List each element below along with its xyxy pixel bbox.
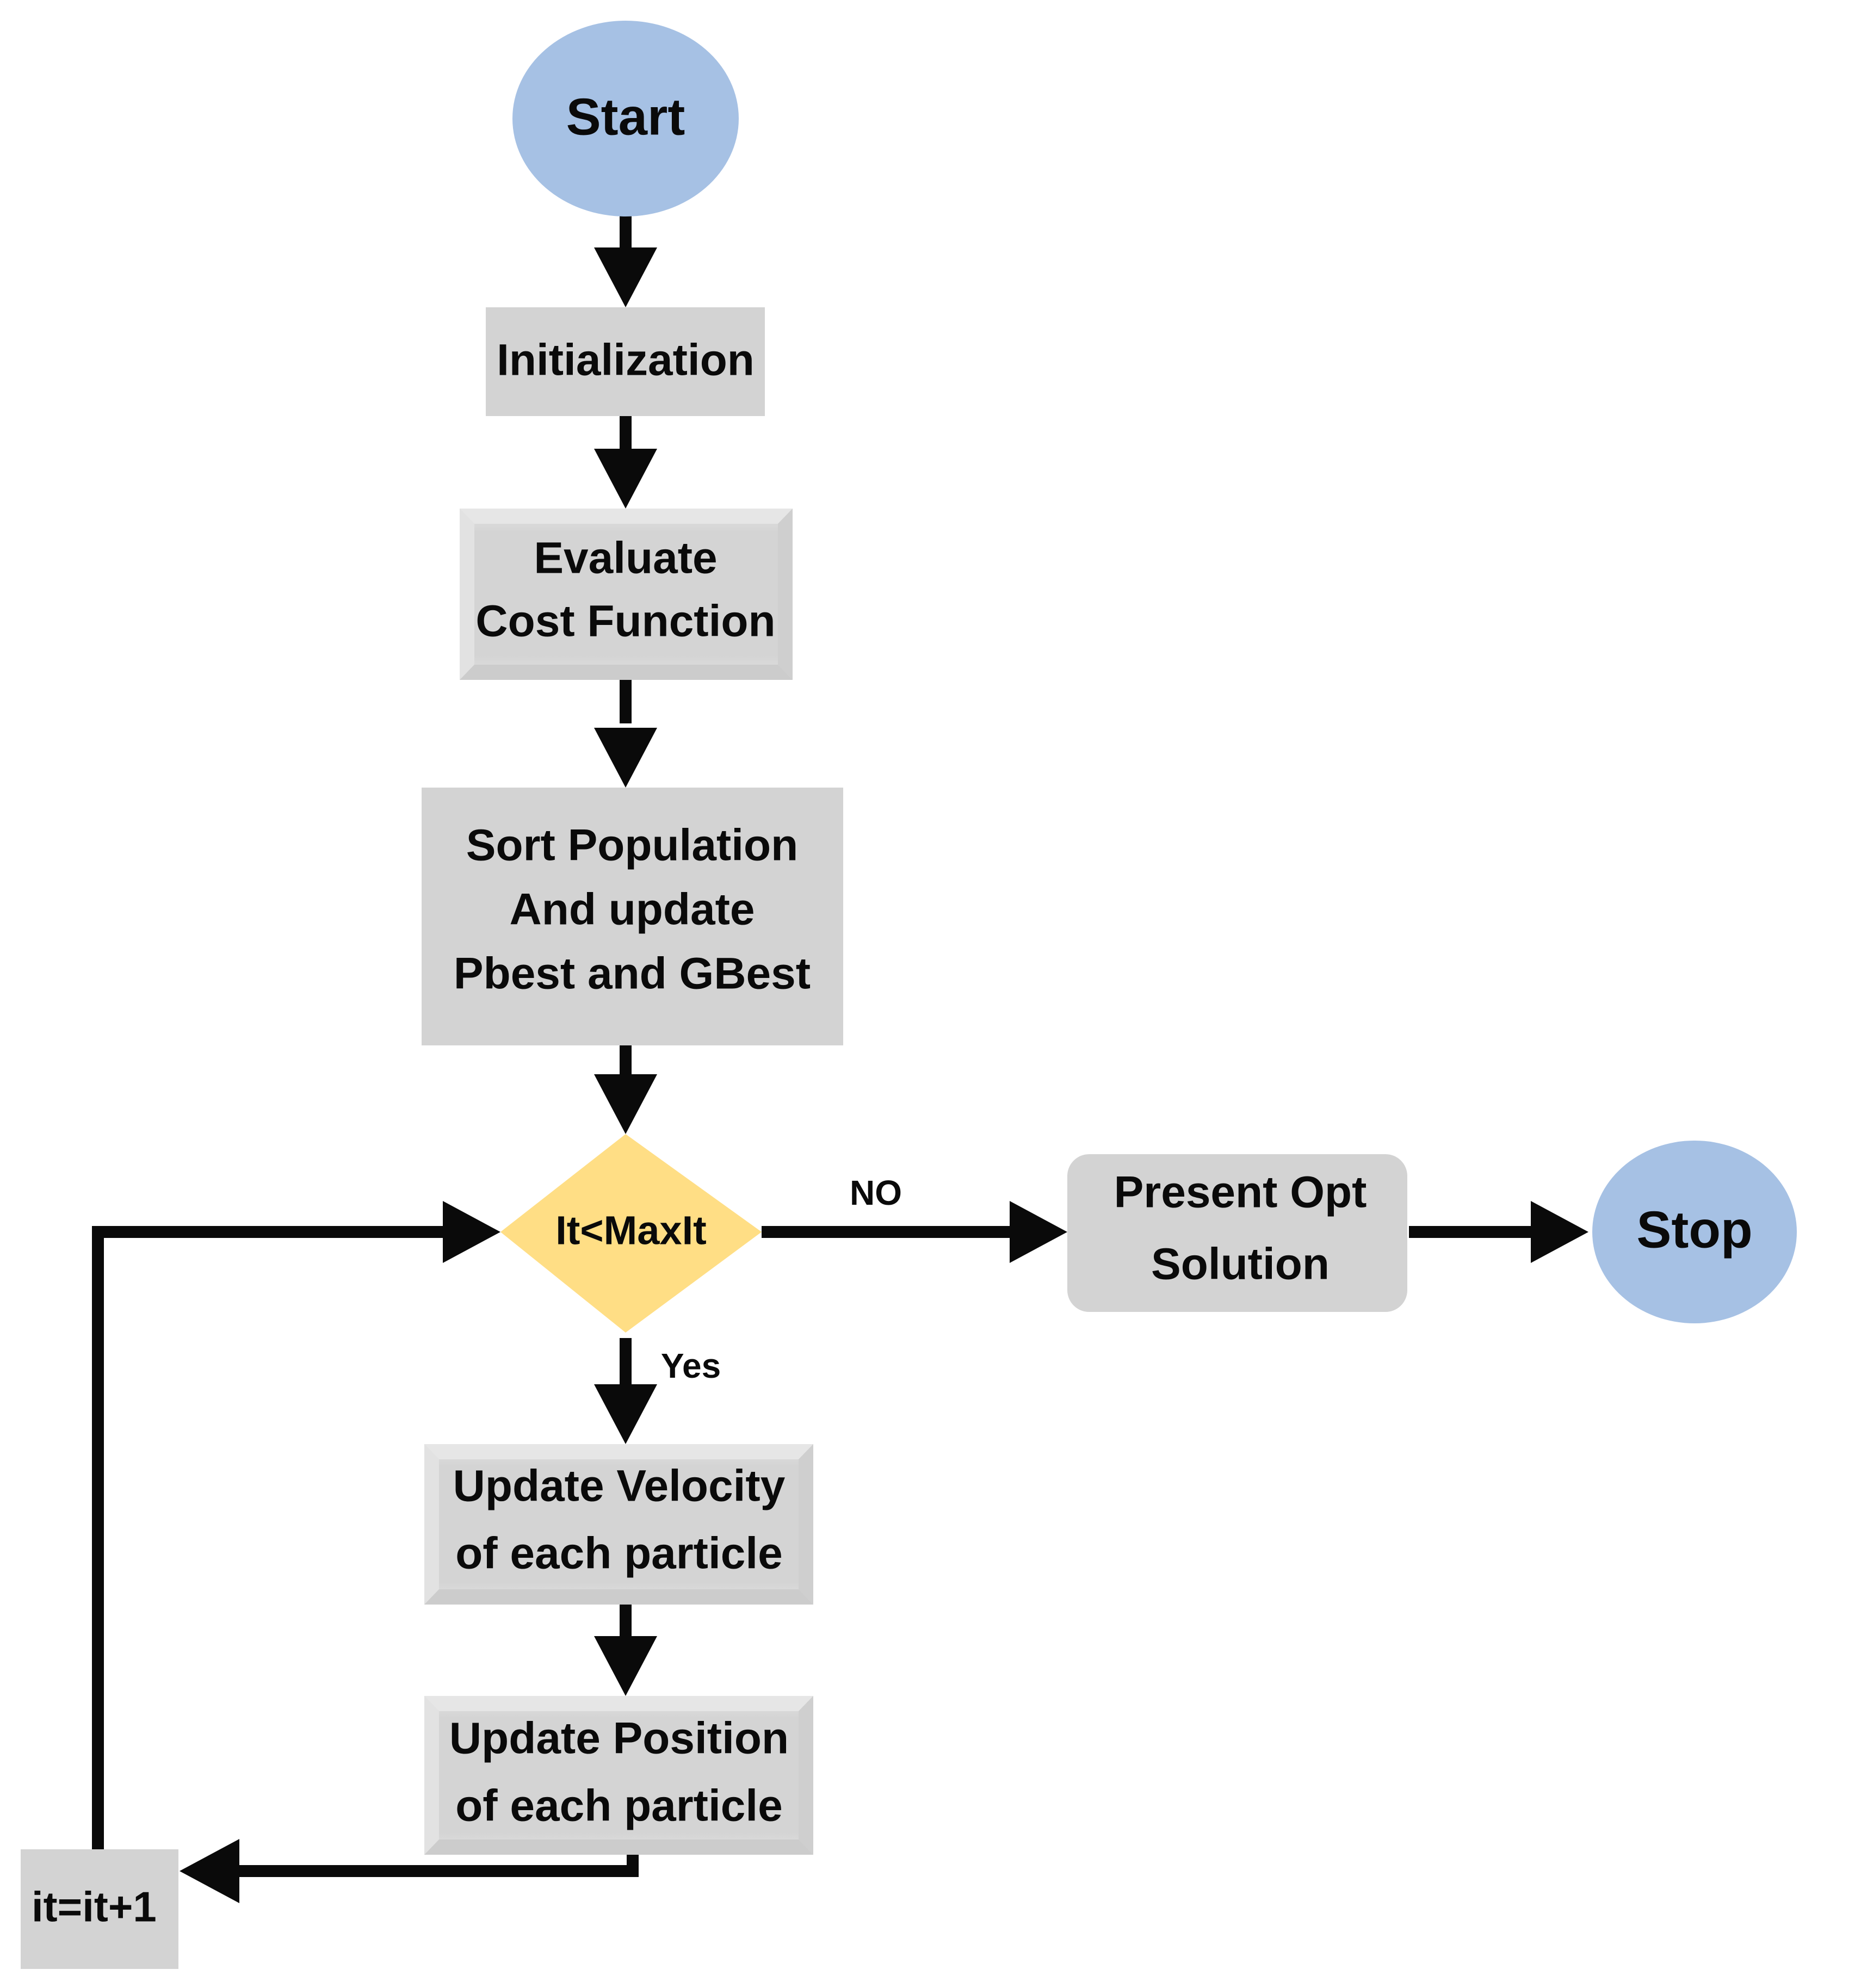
edge-evaluate-to-sort xyxy=(594,680,657,788)
edge-decision-to-velocity xyxy=(594,1338,657,1444)
edge-label-yes: Yes xyxy=(661,1346,721,1385)
counter-label: it=it+1 xyxy=(32,1883,157,1931)
update-velocity-label-line1: Update Velocity xyxy=(453,1461,786,1511)
counter-shape xyxy=(21,1849,178,1969)
update-position-bevel-right xyxy=(799,1696,813,1855)
evaluate-bevel-top xyxy=(460,509,793,524)
node-initialization[interactable]: Initialization xyxy=(486,307,765,416)
edge-label-no: NO xyxy=(850,1173,902,1212)
update-position-bevel-top xyxy=(424,1696,813,1711)
sort-population-label-line2: And update xyxy=(510,885,755,934)
node-decision-it-less-maxit[interactable]: It<MaxIt xyxy=(500,1134,762,1333)
node-evaluate-cost-function[interactable]: Evaluate Cost Function xyxy=(460,509,793,680)
edge-velocity-to-position xyxy=(594,1605,657,1696)
node-start[interactable]: Start xyxy=(512,21,739,216)
sort-population-shape xyxy=(422,788,843,1045)
update-position-shape xyxy=(424,1696,813,1855)
update-velocity-bevel-bottom xyxy=(424,1589,813,1605)
edge-decision-to-present xyxy=(762,1201,1067,1263)
update-position-bevel-bottom xyxy=(424,1840,813,1855)
node-sort-population[interactable]: Sort Population And update Pbest and GBe… xyxy=(422,788,843,1045)
node-counter-increment[interactable]: it=it+1 xyxy=(21,1849,178,1969)
sort-population-label-line1: Sort Population xyxy=(466,821,798,870)
stop-label: Stop xyxy=(1636,1200,1752,1259)
stop-shape xyxy=(1592,1141,1797,1323)
node-stop[interactable]: Stop xyxy=(1592,1141,1797,1323)
sort-population-label-line3: Pbest and GBest xyxy=(454,949,811,999)
node-update-position[interactable]: Update Position of each particle xyxy=(424,1696,813,1855)
decision-shape xyxy=(500,1134,762,1333)
update-velocity-bevel-top xyxy=(424,1444,813,1459)
edge-sort-to-decision xyxy=(594,1045,657,1134)
edge-counter-to-decision xyxy=(92,1201,500,1849)
evaluate-label-line2: Cost Function xyxy=(475,597,775,646)
start-shape xyxy=(512,21,739,216)
present-solution-shape xyxy=(1067,1154,1407,1312)
edge-initialization-to-evaluate xyxy=(594,416,657,509)
edge-present-to-stop xyxy=(1409,1201,1588,1263)
edge-start-to-initialization xyxy=(594,204,657,307)
evaluate-bevel-left xyxy=(460,509,474,680)
node-update-velocity[interactable]: Update Velocity of each particle xyxy=(424,1444,813,1605)
present-solution-label-line2: Solution xyxy=(1151,1240,1330,1289)
start-label: Start xyxy=(566,88,685,146)
update-position-bevel-left xyxy=(424,1696,439,1855)
update-position-label-line1: Update Position xyxy=(449,1714,789,1763)
evaluate-bevel-right xyxy=(778,509,793,680)
decision-label: It<MaxIt xyxy=(555,1208,707,1253)
evaluate-label-line1: Evaluate xyxy=(534,534,717,583)
initialization-shape xyxy=(486,307,765,416)
update-velocity-shape xyxy=(424,1444,813,1605)
update-position-label-line2: of each particle xyxy=(455,1781,783,1831)
update-velocity-label-line2: of each particle xyxy=(455,1529,783,1578)
present-solution-label-line1: Present Opt xyxy=(1114,1168,1367,1217)
update-velocity-bevel-right xyxy=(799,1444,813,1605)
node-present-opt-solution[interactable]: Present Opt Solution xyxy=(1067,1154,1407,1312)
edge-position-to-counter xyxy=(180,1839,639,1903)
initialization-label: Initialization xyxy=(497,336,755,385)
evaluate-shape xyxy=(460,509,793,680)
update-velocity-bevel-left xyxy=(424,1444,439,1605)
evaluate-bevel-bottom xyxy=(460,665,793,680)
